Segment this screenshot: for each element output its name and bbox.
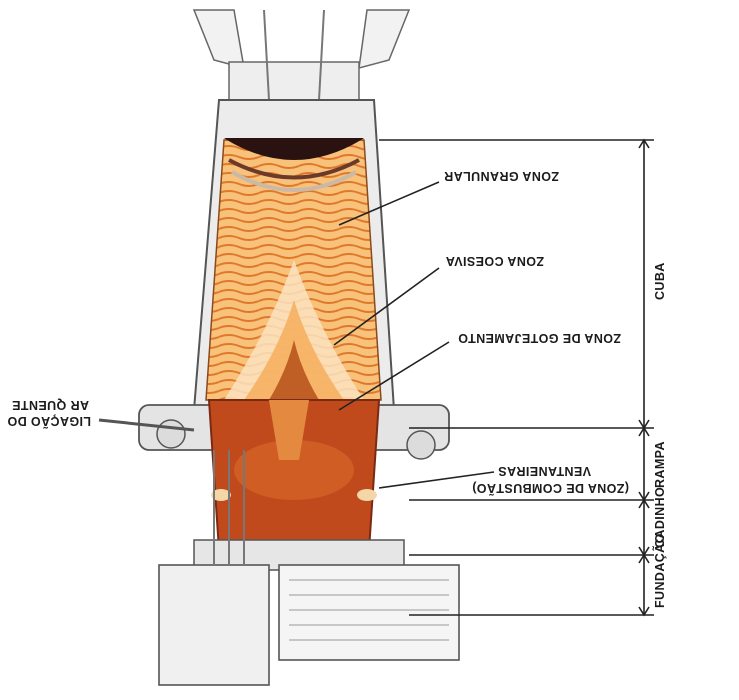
label-zona-coesiva: ZONA COESIVA [445,254,544,268]
label-zona-combustao: (ZONA DE COMBUSTÃO) [472,481,629,495]
label-ventaneiras: VENTANEIRAS [498,464,591,478]
label-rampa: RAMPA [653,441,667,488]
label-zona-gotejamento: ZONA DE GOTEJAMENTO [458,331,621,345]
dimension-lines [379,140,654,615]
label-cadinho: CADINHO [653,487,667,548]
hearth-molten [209,400,379,550]
furnace-base [194,10,409,100]
label-zona-granular: ZONA GRANULAR [444,169,559,183]
label-cuba: CUBA [653,262,667,300]
label-ligacao-line1: LIGAÇÃO DO [7,414,91,428]
label-ligacao-line2: AR QUENTE [12,398,89,412]
